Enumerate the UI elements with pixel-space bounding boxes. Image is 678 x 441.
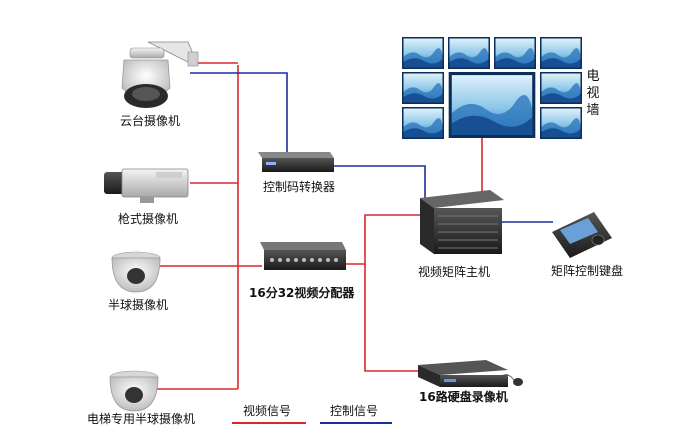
elevator-dome-camera-icon (109, 370, 159, 412)
video-distributor-icon (260, 242, 346, 270)
dvr-icon (418, 360, 523, 387)
keyboard-label: 矩阵控制键盘 (551, 264, 624, 278)
matrix-host-label: 视频矩阵主机 (418, 265, 491, 279)
video-wall-label-char: 墙 (586, 103, 600, 118)
keyboard-icon (552, 212, 612, 258)
box-camera-label: 枪式摄像机 (118, 212, 179, 226)
distributor-label: 16分32视频分配器 (249, 286, 355, 300)
control-signal-wiring (190, 72, 553, 223)
elevator-camera-label: 电梯专用半球摄像机 (87, 412, 196, 426)
video-signal-wiring (156, 62, 483, 390)
control-line-ptz (190, 72, 288, 152)
video-wall-label: 电 视 墙 (586, 68, 600, 119)
box-camera-icon (104, 168, 189, 203)
dome-camera-label: 半球摄像机 (108, 298, 169, 312)
control-line-converter-matrix (333, 165, 426, 200)
video-wall-label-char: 电 (586, 69, 600, 84)
code-converter-icon (258, 152, 334, 172)
video-line-distributor-matrix (345, 214, 421, 265)
dome-camera-icon (111, 251, 161, 293)
ptz-camera-label: 云台摄像机 (120, 114, 181, 128)
legend-control-signal-label: 控制信号 (330, 404, 379, 418)
legend-video-signal-label: 视频信号 (243, 404, 292, 418)
dvr-label: 16路硬盘录像机 (419, 390, 508, 404)
video-line-distributor-dvr (364, 264, 421, 372)
matrix-host-icon (420, 190, 504, 254)
video-wall-label-char: 视 (586, 86, 600, 101)
legend-video-signal-line (232, 422, 306, 424)
ptz-camera-icon (121, 41, 199, 108)
code-converter-label: 控制码转换器 (263, 180, 336, 194)
legend-control-signal-line (320, 422, 392, 424)
video-wall (402, 37, 582, 139)
